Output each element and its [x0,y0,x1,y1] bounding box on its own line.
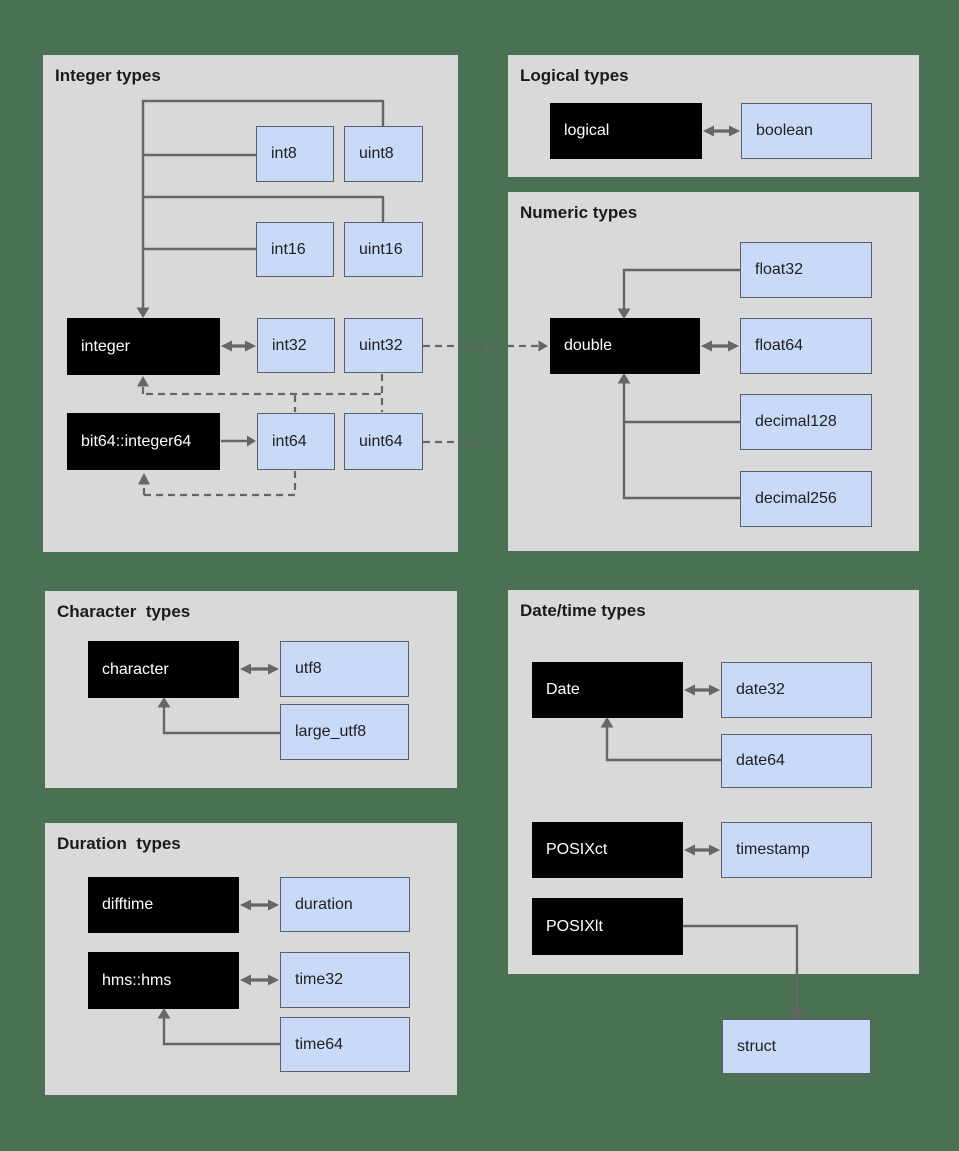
node-character: character [88,641,239,698]
panel-title-numeric: Numeric types [520,203,638,222]
node-logical: logical [550,103,702,159]
node-bit64-integer64: bit64::integer64 [67,413,220,470]
panel-title-duration: Duration types [57,834,181,853]
node-int32: int32 [257,318,335,373]
node-uint32: uint32 [344,318,423,373]
node-integer: integer [67,318,220,375]
node-time64: time64 [280,1017,410,1072]
node-uint16: uint16 [344,222,423,277]
node-date64: date64 [721,734,872,788]
node-time32: time32 [280,952,410,1008]
node-posixlt: POSIXlt [532,898,683,955]
node-hms-hms: hms::hms [88,952,239,1009]
node-uint8: uint8 [344,126,423,182]
node-boolean: boolean [741,103,872,159]
panel-title-integer: Integer types [55,66,161,85]
node-int8: int8 [256,126,334,182]
node-large-utf8: large_utf8 [280,704,409,760]
panel-title-logical: Logical types [520,66,629,85]
panel-title-datetime: Date/time types [520,601,646,620]
node-posixct: POSIXct [532,822,683,878]
node-int16: int16 [256,222,334,277]
node-decimal128: decimal128 [740,394,872,450]
node-float64: float64 [740,318,872,374]
node-uint64: uint64 [344,413,423,470]
node-struct: struct [722,1019,871,1074]
node-decimal256: decimal256 [740,471,872,527]
node-duration: duration [280,877,410,932]
node-difftime: difftime [88,877,239,933]
node-float32: float32 [740,242,872,298]
node-int64: int64 [257,413,335,470]
node-timestamp: timestamp [721,822,872,878]
node-double: double [550,318,700,374]
panel-title-character: Character types [57,602,191,621]
node-utf8: utf8 [280,641,409,697]
node-date: Date [532,662,683,718]
node-date32: date32 [721,662,872,718]
